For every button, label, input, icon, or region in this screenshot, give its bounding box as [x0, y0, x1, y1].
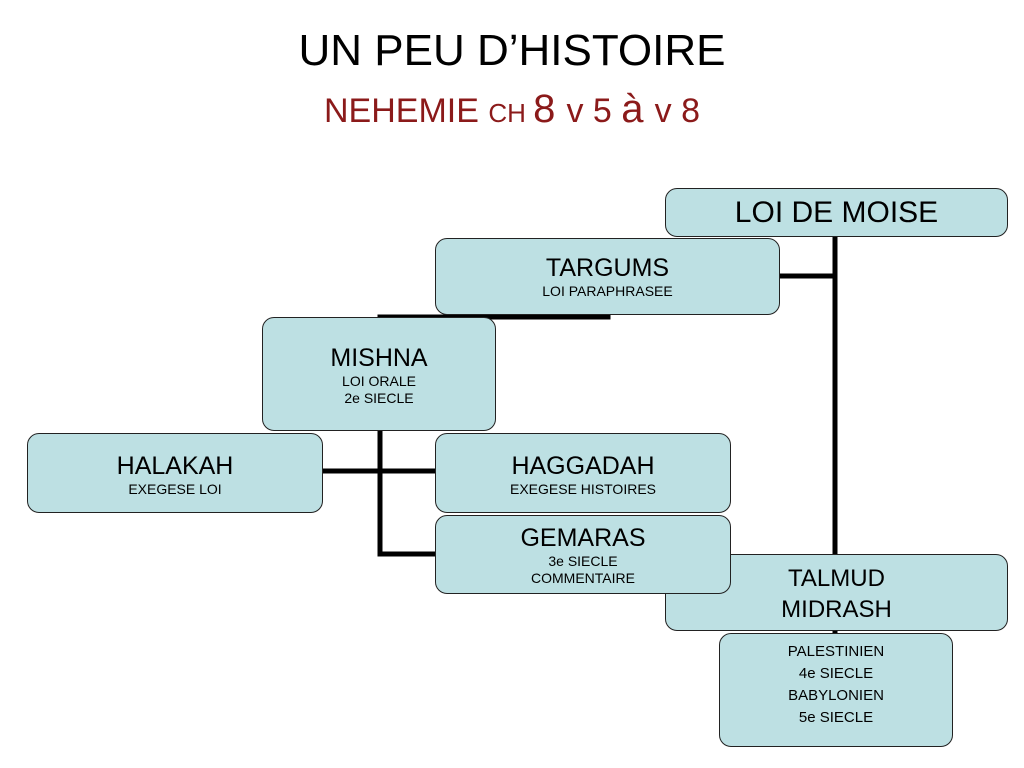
node-detail: EXEGESE LOI [128, 481, 222, 497]
subtitle-part: 8 [533, 87, 567, 131]
slide-subtitle: NEHEMIE CH 8 v 5 à v 8 [0, 86, 1024, 141]
node-title: HALAKAH [116, 452, 234, 480]
node-detail: BABYLONIEN [788, 687, 884, 704]
node-detail: 5e SIECLE [798, 709, 874, 726]
node-haggadah: HAGGADAH EXEGESE HISTOIRES [435, 433, 731, 513]
node-targums: TARGUMS LOI PARAPHRASEE [435, 238, 780, 315]
node-title: MISHNA [330, 344, 428, 372]
slide-title: UN PEU D’HISTOIRE [298, 26, 726, 75]
node-mishna: MISHNA LOI ORALE 2e SIECLE [262, 317, 496, 431]
node-title: HAGGADAH [511, 452, 655, 480]
subtitle-part: à [621, 87, 655, 131]
node-detail: 2e SIECLE [344, 390, 414, 406]
node-detail: 4e SIECLE [798, 665, 874, 682]
node-title: TARGUMS [545, 254, 670, 282]
node-title: MIDRASH [781, 596, 892, 623]
node-detail: LOI PARAPHRASEE [542, 283, 673, 299]
subtitle-part: NEHEMIE [323, 92, 489, 130]
node-detail: 3e SIECLE [548, 553, 618, 569]
subtitle-part: v 5 [566, 92, 622, 130]
node-talmud-details: PALESTINIEN 4e SIECLE BABYLONIEN 5e SIEC… [719, 633, 953, 747]
node-detail: LOI ORALE [342, 373, 416, 389]
node-gemaras: GEMARAS 3e SIECLE COMMENTAIRE [435, 515, 731, 594]
node-loi-de-moise: LOI DE MOISE [665, 188, 1008, 237]
node-detail: EXEGESE HISTOIRES [509, 481, 656, 497]
node-halakah: HALAKAH EXEGESE LOI [27, 433, 323, 513]
node-detail: COMMENTAIRE [531, 570, 635, 586]
subtitle-part: CH [488, 98, 534, 128]
node-title: TALMUD [788, 565, 885, 592]
subtitle-part: v 8 [654, 92, 701, 130]
node-detail: PALESTINIEN [787, 643, 885, 660]
node-title: GEMARAS [520, 524, 646, 552]
node-title: LOI DE MOISE [734, 196, 939, 229]
